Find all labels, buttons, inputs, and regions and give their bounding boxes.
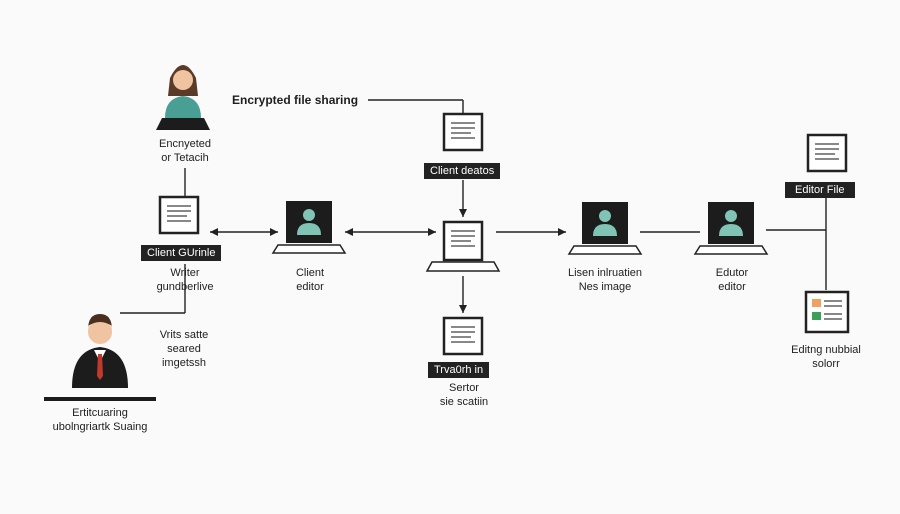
label-line: sie scatiin — [439, 396, 489, 408]
label-line: Ertitcuaring — [72, 407, 128, 419]
label-line: Edutor — [715, 267, 749, 279]
label-line: ubolngriartk Suaing — [52, 421, 148, 433]
bottom-person-label: Ertitcuaring ubolngriartk Suaing — [40, 406, 160, 434]
label-line: Encnyeted — [159, 138, 211, 150]
editor-file-tag: Editor File — [785, 182, 855, 198]
editor-client-label: Edutor editor — [692, 266, 772, 294]
label-line: or Tetacih — [161, 152, 209, 164]
label-line: imgetssh — [161, 357, 207, 369]
top-person-icon — [156, 65, 210, 130]
label-line: solorr — [812, 358, 840, 370]
left-doc-label: Writer gundberlive — [130, 266, 240, 294]
label-line: Nes image — [578, 281, 632, 293]
center-top-tag: Client deatos — [424, 163, 501, 179]
left-client-label: Client editor — [270, 266, 350, 294]
arrowhead-down — [459, 209, 467, 217]
mid-note-label: Vrits satte seared imgetssh — [144, 328, 224, 370]
label-line: editor — [296, 281, 324, 293]
label-line: Writer — [170, 267, 200, 279]
top-person-label: Encnyeted or Tetacih — [140, 137, 230, 165]
bottom-doc-icon — [442, 316, 484, 356]
arrowhead-left — [210, 228, 218, 236]
arrowhead-right — [270, 228, 278, 236]
label-line: seared — [167, 343, 201, 355]
label-line: Sertor — [449, 382, 479, 394]
label-line: Lisen inlruatien — [568, 267, 642, 279]
label-line: Editng nubbial — [791, 344, 861, 356]
arrowhead-right — [558, 228, 566, 236]
label-line: editor — [718, 281, 746, 293]
left-doc-tag: Client GUrinle — [141, 245, 222, 261]
bottom-person-icon — [44, 314, 156, 401]
editing-doc-label: Editng nubbial solorr — [774, 343, 878, 371]
editor-file-doc-icon — [806, 133, 848, 173]
diagram-title: Encrypted file sharing — [232, 93, 359, 107]
arrowhead-down — [459, 305, 467, 313]
editing-doc-icon — [804, 290, 850, 334]
bottom-doc-tag: Trva0rh in — [428, 362, 490, 378]
arrowheads — [210, 209, 566, 313]
left-client-laptop-icon — [271, 201, 347, 254]
label-line: gundberlive — [156, 281, 214, 293]
right-client-laptop-icon — [567, 202, 643, 255]
label-line: Client — [295, 267, 325, 279]
bottom-doc-label: Sertor sie scatiin — [414, 381, 514, 409]
arrowhead-left — [345, 228, 353, 236]
center-top-doc-icon — [442, 112, 484, 152]
label-line: Vrits satte — [159, 329, 209, 341]
connectors — [120, 99, 827, 314]
right-client-label: Lisen inlruatien Nes image — [555, 266, 655, 294]
editor-laptop-icon — [693, 202, 769, 255]
arrowhead-right — [428, 228, 436, 236]
center-laptop-icon — [425, 220, 501, 272]
left-doc-icon — [158, 195, 200, 235]
